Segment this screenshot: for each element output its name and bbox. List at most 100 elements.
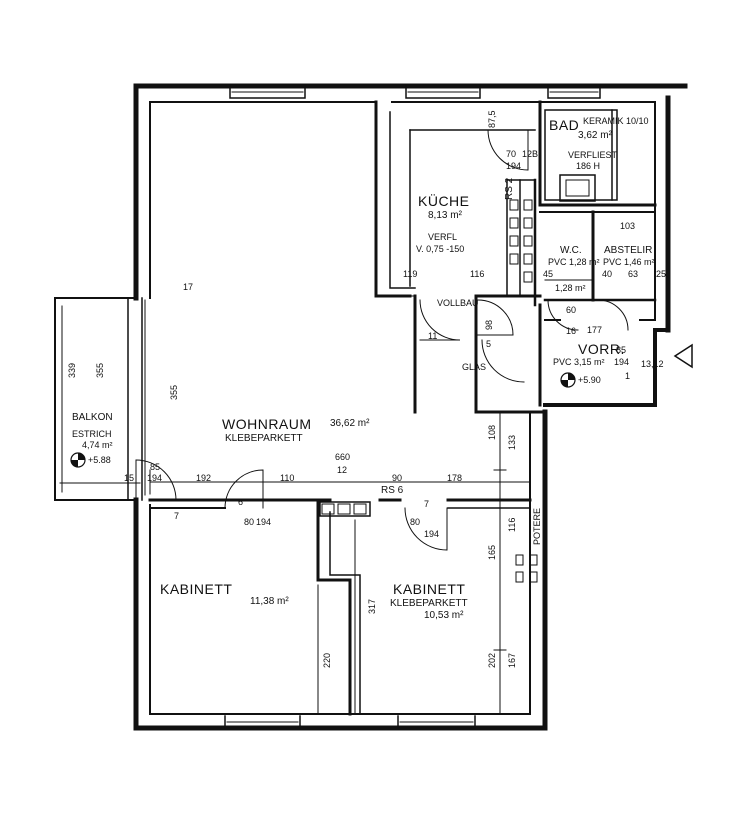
door-vorr [481,339,525,383]
room-area-kabinett-2: 10,53 m² [424,610,464,621]
door-balkon [135,459,177,501]
dim-5: 5 [486,339,492,349]
dim-17: 17 [183,282,194,292]
room-name-wc: W.C. [560,245,582,256]
door-kabinett2 [404,507,448,551]
door-kueche [477,299,514,336]
outer-wall-right-notch [543,328,670,407]
room-name-balkon: BALKON [72,412,113,423]
room-floor-wohnraum: KLEBEPARKETT [225,433,303,444]
window-top-2 [405,85,481,99]
door-vollbau [419,299,461,341]
dim-108: 108 [487,424,497,440]
room-area-kueche: 8,13 m² [428,210,462,221]
dim-119: 119 [403,269,418,279]
dim-110: 110 [280,473,295,483]
balkon-outline [54,297,137,501]
room-name-kabinett-2: KABINETT [393,581,466,597]
wall-kueche-west [374,100,412,298]
door-bad [487,129,529,171]
room-floor-wc: PVC 1,28 m² [548,257,600,267]
dim-1: 1 [625,371,631,381]
dim-13-12: 13,12 [641,359,664,369]
room-floor-bad: KERAMIK 10/10 [583,116,649,126]
room-name-vorr: VORR. [578,341,625,357]
room-floor-kueche: VERFL [428,232,458,242]
label-rs2: RS 2 [504,177,515,200]
dim-7-k2: 7 [424,499,430,509]
dim-7: 7 [174,511,180,521]
door-kabinett1 [224,469,264,509]
dim-60: 60 [566,305,577,315]
level-balkon: +5.88 [88,455,111,465]
dim-85-vorr: 85 [616,345,627,355]
window-bottom-1 [224,715,301,729]
window-bottom-2 [397,715,476,729]
room-area-wohnraum: 36,62 m² [330,418,370,429]
dim-12b: 12B [522,149,539,159]
dim-16: 16 [566,326,577,336]
room-floor-abstellr: PVC 1,46 m² [603,257,655,267]
dim-194-bad: 194 [506,161,522,171]
window-top-3 [547,85,601,99]
window-top-1 [229,85,306,99]
room-floor-kabinett-2: KLEBEPARKETT [390,598,468,609]
room-floor-balkon: ESTRICH [72,429,112,439]
dim-63: 63 [628,269,639,279]
dim-165: 165 [487,544,497,560]
dim-133: 133 [507,434,517,450]
room-name-wohnraum: WOHNRAUM [222,416,312,432]
room-name-bad: BAD [549,117,580,133]
dim-70: 70 [506,149,517,159]
dim-40: 40 [602,269,613,279]
dim-103: 103 [620,221,636,231]
room-wall-height-bad: 186 H [576,161,601,171]
room-wall-bad: VERFLIEST [568,150,618,160]
door-wc [547,299,579,331]
dim-194: 194 [147,473,163,483]
room-name-kueche: KÜCHE [418,193,470,209]
dim-45: 45 [543,269,554,279]
room-area-balkon: 4,74 m² [82,440,113,450]
dim-116b: 116 [470,269,485,279]
dim-98: 98 [484,319,494,330]
dim-355: 355 [169,384,179,400]
room-area-bad: 3,62 m² [578,130,612,141]
dim-80-k2: 80 [410,517,421,527]
dim-194-k1: 194 [256,517,272,527]
wall-vollbau [413,294,478,414]
label-potere: POTERE [532,507,542,545]
dim-87-5: 87,5 [487,110,497,128]
dim-25: 25 [656,269,667,279]
dim-15: 15 [124,473,135,483]
label-vollbau: VOLLBAU [437,298,479,308]
label-glas: GLAS [462,362,487,372]
room-floor-dims-kueche: V. 0,75 -150 [416,244,465,254]
dim-167: 167 [507,652,517,668]
room-area-kabinett-1: 11,38 m² [250,596,289,607]
level-vorr: +5.90 [578,375,601,385]
dim-317: 317 [367,598,377,614]
dim-339: 339 [67,362,77,378]
dim-85: 85 [150,462,161,472]
label-rs6: RS 6 [381,485,404,496]
door-abstellr [597,299,629,331]
level-marker-vorr [560,372,576,388]
dim-177: 177 [587,325,603,335]
dim-194-k2: 194 [424,529,440,539]
dim-11: 11 [428,331,438,341]
dim-220: 220 [322,652,332,668]
room-name-abstellr: ABSTELIR [604,245,653,256]
dim-202: 202 [487,652,497,668]
level-marker-balkon [70,452,86,468]
dim-12: 12 [337,465,348,475]
dim-90: 90 [392,473,403,483]
dim-6: 6 [238,497,244,507]
dim-1-28: 1,28 m² [555,283,586,293]
dim-80: 80 [244,517,255,527]
room-floor-vorr: PVC 3,15 m² [553,357,605,367]
dim-116: 116 [507,517,517,532]
dim-192: 192 [196,473,212,483]
dim-355-balkon: 355 [95,362,105,378]
